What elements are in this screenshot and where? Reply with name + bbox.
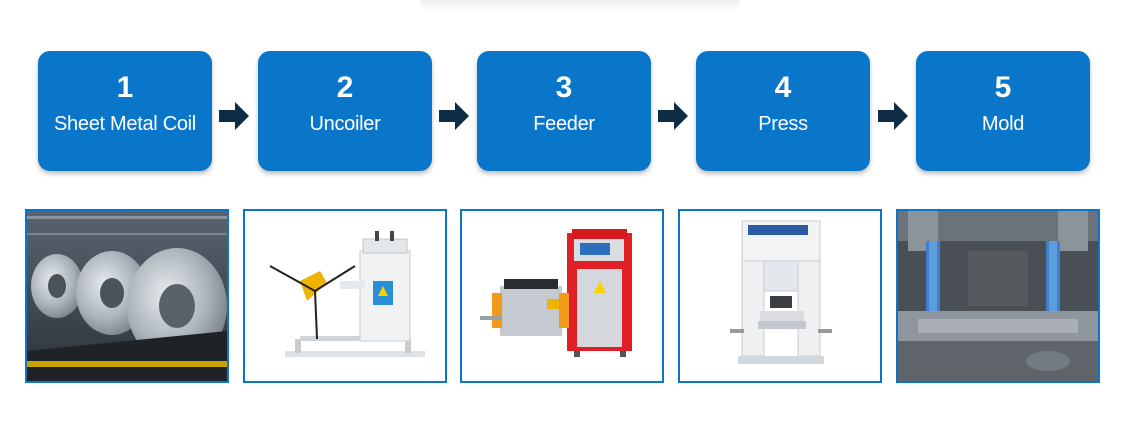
step-label: Mold: [981, 113, 1025, 135]
step-label: Uncoiler: [309, 113, 381, 135]
arrow-right-icon: [439, 102, 469, 130]
feeder-image: [460, 209, 664, 383]
arrow-right-icon: [878, 102, 908, 130]
step-number: 4: [774, 71, 792, 104]
step-box-mold: 5 Mold: [916, 51, 1090, 171]
arrow-right-icon: [219, 102, 249, 130]
press-image: [678, 209, 882, 383]
step-label: Sheet Metal Coil: [54, 113, 196, 135]
step-box-feeder: 3 Feeder: [477, 51, 651, 171]
step-box-press: 4 Press: [696, 51, 870, 171]
uncoiler-image: [243, 209, 447, 383]
step-number: 5: [994, 71, 1012, 104]
step-number: 1: [116, 71, 134, 104]
step-label: Feeder: [533, 113, 595, 135]
step-number: 2: [336, 71, 354, 104]
step-box-sheet-metal-coil: 1 Sheet Metal Coil: [38, 51, 212, 171]
header-shadow: [420, 0, 740, 12]
step-number: 3: [555, 71, 573, 104]
mold-image: [896, 209, 1100, 383]
arrow-right-icon: [658, 102, 688, 130]
step-label: Press: [758, 113, 808, 135]
sheet-metal-coil-image: [25, 209, 229, 383]
step-box-uncoiler: 2 Uncoiler: [258, 51, 432, 171]
